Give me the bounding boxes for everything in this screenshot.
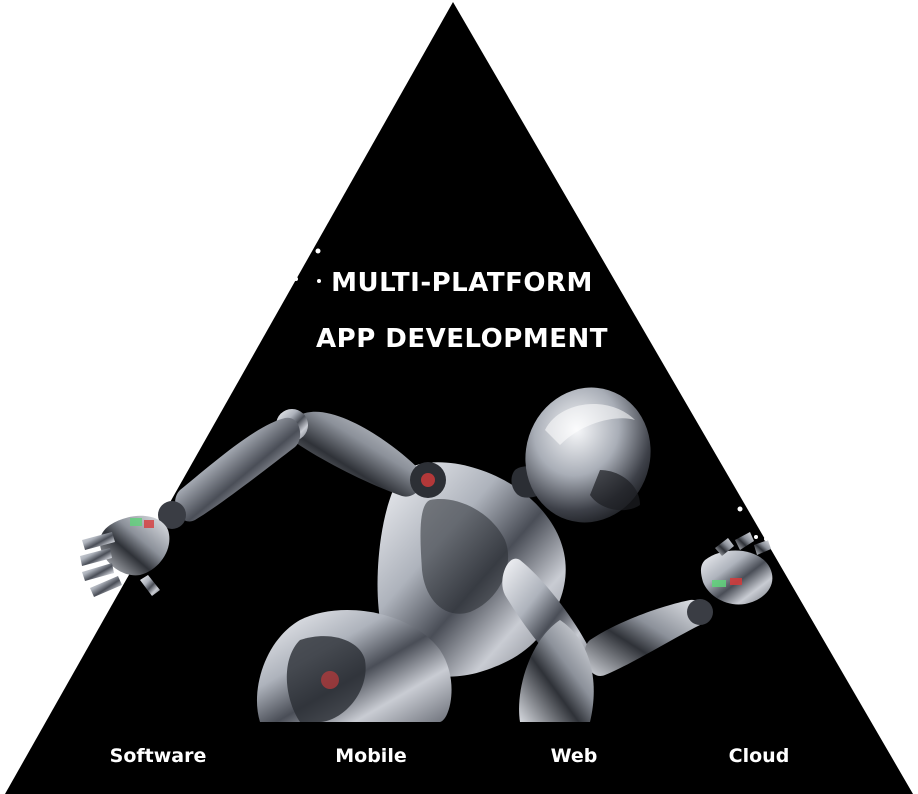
chrome-running-robot-illustration [80,387,773,722]
title-line-1: MULTI-PLATFORM [331,268,593,298]
title-line-2: APP DEVELOPMENT [316,324,608,354]
pyramid-triangle [5,2,913,794]
decorative-dots [294,248,768,541]
platform-label-software: Software [109,745,207,767]
dot-icon [317,279,321,283]
dot-icon [737,506,743,512]
platform-label-mobile: Mobile [335,745,407,767]
dot-icon [764,537,768,541]
platform-label-web: Web [550,745,598,767]
platform-label-cloud: Cloud [728,745,790,767]
dot-icon [315,248,321,254]
dot-icon [754,535,758,539]
dot-icon [294,277,298,281]
